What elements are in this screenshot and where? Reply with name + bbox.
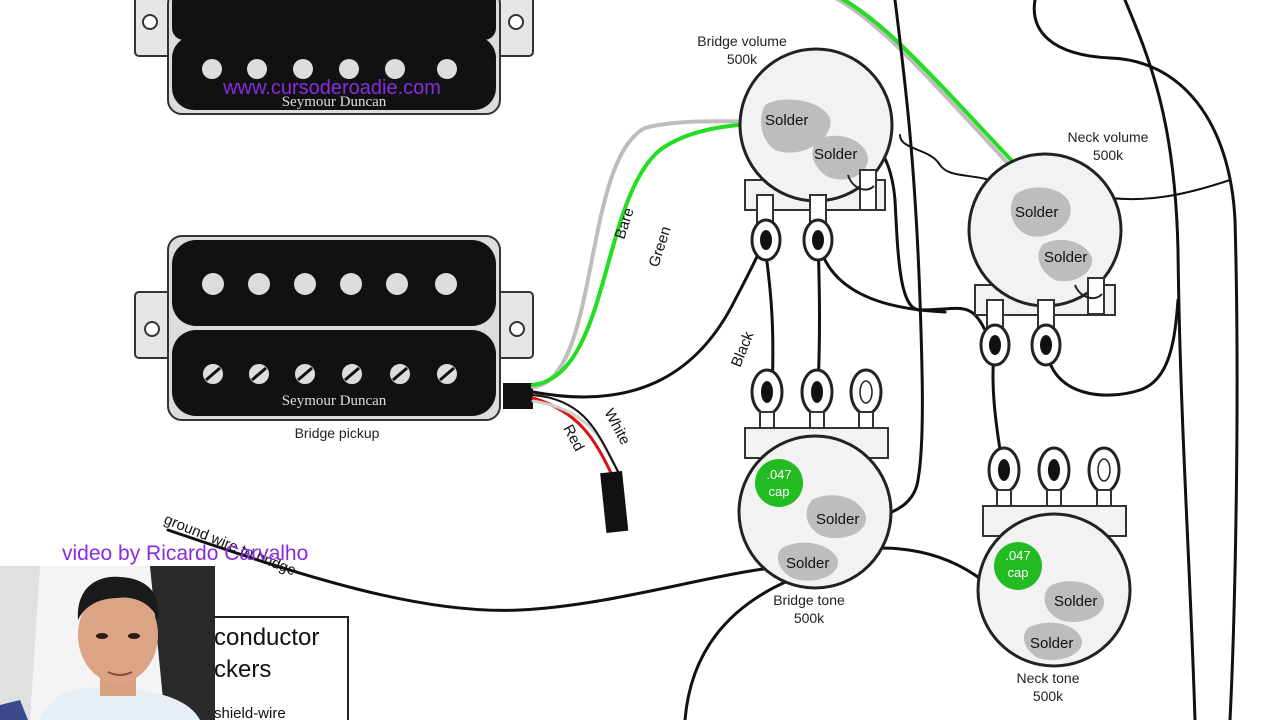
webcam-overlay — [0, 566, 215, 720]
neck-tone-value: 500k — [1033, 688, 1064, 704]
bridge-pickup-label: Bridge pickup — [295, 425, 380, 441]
bridge-volume-solder-1: Solder — [765, 112, 808, 129]
neck-pickup: Seymour Duncan — [134, 0, 534, 115]
bridge-tone-solder-2: Solder — [786, 555, 829, 572]
wire-label-black: Black — [728, 329, 758, 370]
neck-volume-solder-1: Solder — [1015, 204, 1058, 221]
neck-tone-pot: .047 cap Solder Solder — [976, 446, 1132, 668]
bridge-pickup-brand: Seymour Duncan — [282, 393, 387, 409]
neck-tone-solder-2: Solder — [1030, 635, 1073, 652]
legend-box: conductor ckers shield-wire — [199, 616, 349, 720]
neck-tone-cap-unit: cap — [1008, 565, 1029, 580]
neck-tone-solder-1: Solder — [1054, 593, 1097, 610]
wire-label-green: Green — [646, 224, 675, 269]
bridge-volume-title: Bridge volume — [697, 33, 787, 49]
bridge-tone-title: Bridge tone — [773, 592, 845, 608]
bridge-pickup: Seymour Duncan — [134, 235, 534, 421]
bridge-tone-value: 500k — [794, 610, 825, 626]
video-credit: video by Ricardo Carvalho — [62, 542, 308, 565]
legend-line-1: conductor — [214, 624, 319, 651]
bridge-tone-cap-unit: cap — [769, 484, 790, 499]
watermark-url: www.cursoderoadie.com — [222, 77, 441, 99]
neck-volume-title: Neck volume — [1068, 129, 1149, 145]
bridge-tone-solder-1: Solder — [816, 511, 859, 528]
neck-volume-pot: Solder Solder — [967, 152, 1123, 367]
bridge-volume-pot: Solder Solder — [738, 47, 894, 262]
neck-tone-cap-value: .047 — [1005, 548, 1030, 563]
legend-line-2: ckers — [214, 656, 271, 683]
bridge-volume-value: 500k — [727, 51, 758, 67]
neck-volume-solder-2: Solder — [1044, 249, 1087, 266]
neck-volume-value: 500k — [1093, 147, 1124, 163]
bridge-tone-cap-value: .047 — [766, 467, 791, 482]
neck-pickup-brand: Seymour Duncan — [282, 94, 387, 110]
neck-tone-title: Neck tone — [1016, 670, 1079, 686]
bridge-volume-solder-2: Solder — [814, 146, 857, 163]
wire-label-bare: Bare — [612, 206, 638, 241]
legend-line-3: shield-wire — [214, 705, 286, 720]
wire-label-white: White — [600, 406, 633, 448]
bridge-tone-pot: .047 cap Solder Solder — [737, 368, 893, 590]
